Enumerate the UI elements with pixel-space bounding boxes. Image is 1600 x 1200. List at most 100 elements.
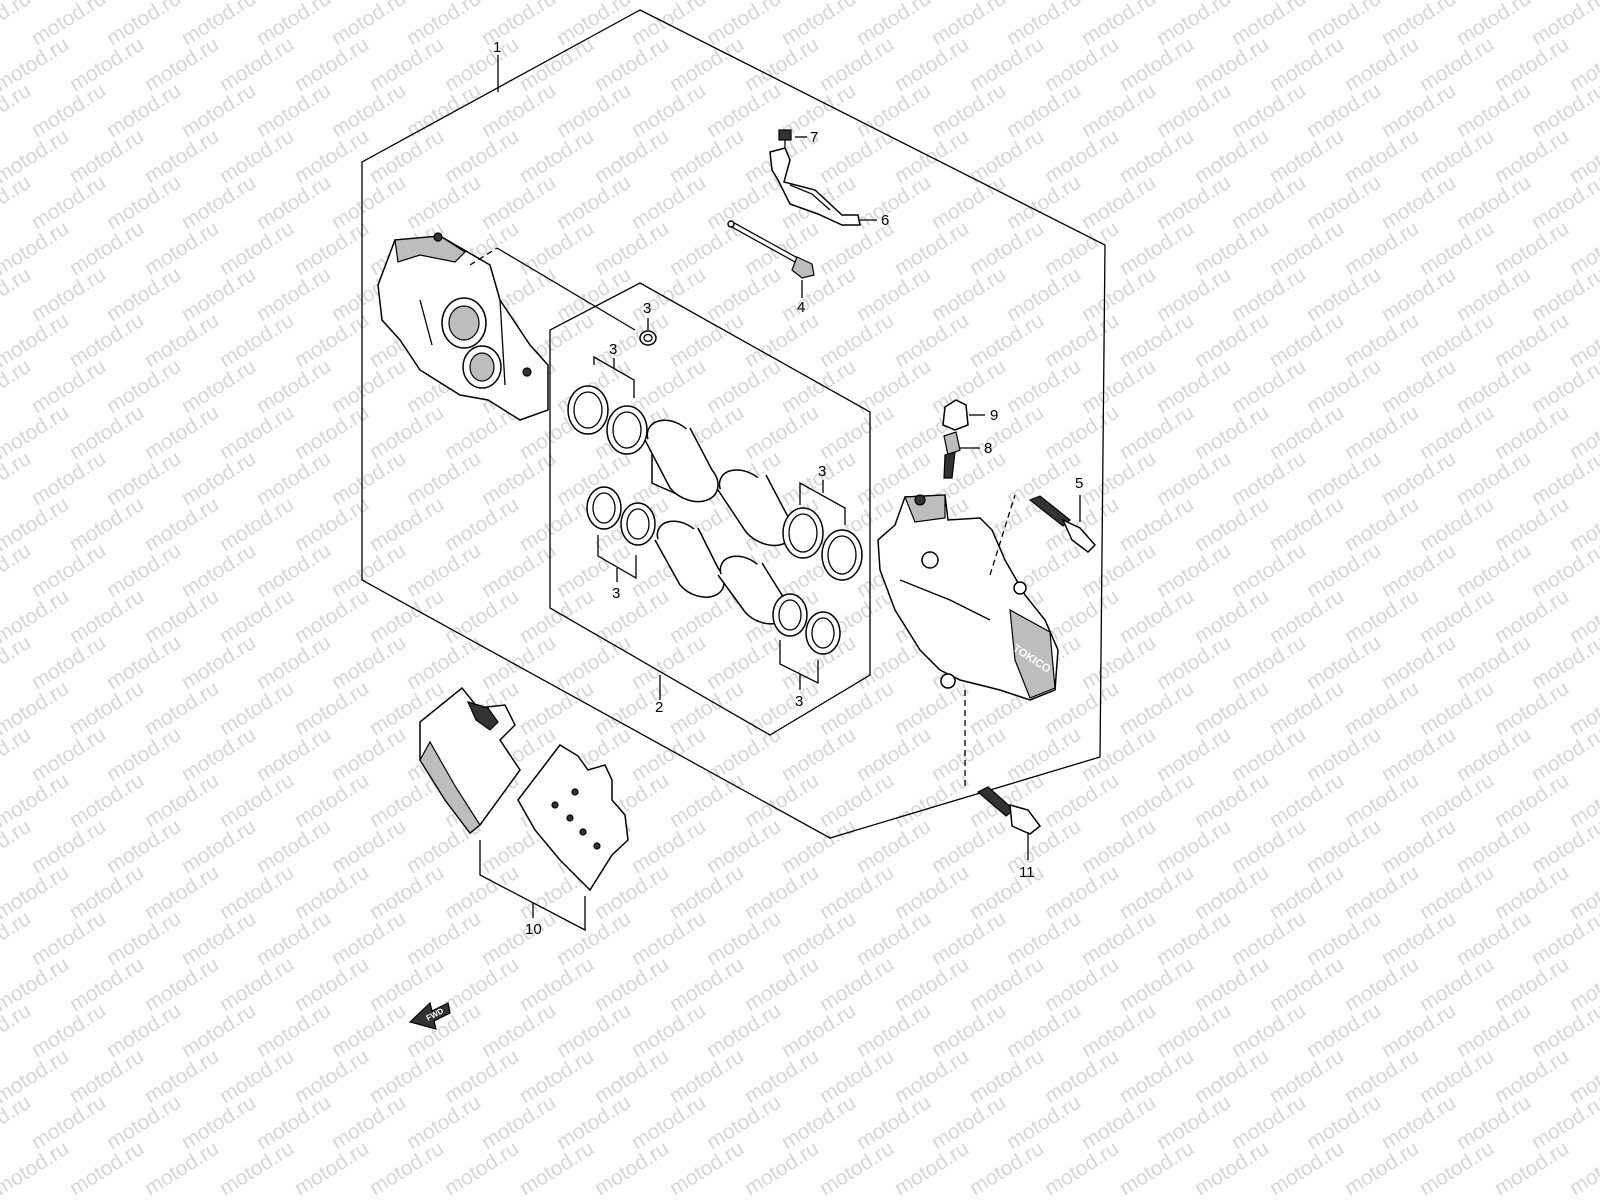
watermark-text: motod.ru <box>815 769 897 832</box>
watermark-text: motod.ru <box>1190 1045 1272 1108</box>
watermark-text: motod.ru <box>252 171 334 234</box>
watermark-text: motod.ru <box>1040 1137 1122 1200</box>
watermark-text: motod.ru <box>627 815 709 878</box>
watermark-text: motod.ru <box>1002 79 1084 142</box>
assembly-outline-box <box>361 9 1106 839</box>
watermark-text: motod.ru <box>1415 953 1497 1016</box>
watermark-text: motod.ru <box>1340 769 1422 832</box>
callout-3-upper-right: 3 <box>818 463 826 480</box>
watermark-text: motod.ru <box>177 1091 259 1154</box>
watermark-text: motod.ru <box>215 1045 297 1108</box>
watermark-text: motod.ru <box>27 447 109 510</box>
watermark-text: motod.ru <box>327 815 409 878</box>
callout-8: 8 <box>984 440 992 457</box>
watermark-text: motod.ru <box>290 953 372 1016</box>
watermark-text: motod.ru <box>815 309 897 372</box>
watermark-text: motod.ru <box>27 355 109 418</box>
watermark-text: motod.ru <box>515 1137 597 1200</box>
watermark-text: motod.ru <box>215 585 297 648</box>
watermark-text: motod.ru <box>552 907 634 970</box>
watermark-text: motod.ru <box>1490 953 1572 1016</box>
watermark-text: motod.ru <box>252 539 334 602</box>
watermark-text: motod.ru <box>1265 769 1347 832</box>
watermark-text: motod.ru <box>1302 907 1384 970</box>
watermark-text: motod.ru <box>1002 0 1084 50</box>
watermark-text: motod.ru <box>102 0 184 50</box>
watermark-text: motod.ru <box>1265 217 1347 280</box>
watermark-text: motod.ru <box>815 1045 897 1108</box>
watermark-text: motod.ru <box>627 1091 709 1154</box>
watermark-text: motod.ru <box>1190 33 1272 96</box>
watermark-text: motod.ru <box>965 217 1047 280</box>
watermark-text: motod.ru <box>1115 953 1197 1016</box>
watermark-text: motod.ru <box>927 263 1009 326</box>
watermark-text: motod.ru <box>252 0 334 50</box>
watermark-text: motod.ru <box>290 33 372 96</box>
watermark-text: motod.ru <box>140 861 222 924</box>
watermark-text: motod.ru <box>215 33 297 96</box>
watermark-text: motod.ru <box>252 1091 334 1154</box>
watermark-text: motod.ru <box>1227 263 1309 326</box>
watermark-text: motod.ru <box>1115 769 1197 832</box>
watermark-text: motod.ru <box>852 0 934 50</box>
watermark-text: motod.ru <box>1302 999 1384 1062</box>
watermark-text: motod.ru <box>1190 401 1272 464</box>
watermark-text: motod.ru <box>590 125 672 188</box>
watermark-text: motod.ru <box>1265 1045 1347 1108</box>
callout-5: 5 <box>1075 475 1083 492</box>
watermark-text: motod.ru <box>1302 447 1384 510</box>
watermark-text: motod.ru <box>65 585 147 648</box>
watermark-text: motod.ru <box>740 677 822 740</box>
watermark-text: motod.ru <box>515 953 597 1016</box>
watermark-text: motod.ru <box>1565 1137 1600 1200</box>
watermark-text: motod.ru <box>740 33 822 96</box>
watermark-text: motod.ru <box>290 677 372 740</box>
watermark-text: motod.ru <box>1302 815 1384 878</box>
watermark-text: motod.ru <box>402 539 484 602</box>
watermark-text: motod.ru <box>1152 79 1234 142</box>
watermark-text: motod.ru <box>1490 677 1572 740</box>
watermark-text: motod.ru <box>1227 999 1309 1062</box>
watermark-text: motod.ru <box>1377 79 1459 142</box>
callout-7: 7 <box>810 129 818 146</box>
watermark-text: motod.ru <box>215 953 297 1016</box>
watermark-text: motod.ru <box>1415 125 1497 188</box>
piston-kit-outline-box <box>549 282 871 736</box>
watermark-text: motod.ru <box>102 263 184 326</box>
watermark-text: motod.ru <box>702 631 784 694</box>
watermark-text: motod.ru <box>290 401 372 464</box>
watermark-text: motod.ru <box>1002 263 1084 326</box>
watermark-text: motod.ru <box>590 953 672 1016</box>
watermark-text: motod.ru <box>815 33 897 96</box>
watermark-text: motod.ru <box>1415 1045 1497 1108</box>
watermark-text: motod.ru <box>327 355 409 418</box>
watermark-text: motod.ru <box>1340 677 1422 740</box>
watermark-text: motod.ru <box>665 769 747 832</box>
watermark-text: motod.ru <box>815 861 897 924</box>
watermark-text: motod.ru <box>177 631 259 694</box>
watermark-text: motod.ru <box>1077 1091 1159 1154</box>
watermark-text: motod.ru <box>177 171 259 234</box>
watermark-text: motod.ru <box>252 631 334 694</box>
watermark-text: motod.ru <box>740 769 822 832</box>
watermark-text: motod.ru <box>852 815 934 878</box>
watermark-text: motod.ru <box>27 907 109 970</box>
watermark-text: motod.ru <box>65 309 147 372</box>
watermark-text: motod.ru <box>1077 723 1159 786</box>
watermark-text: motod.ru <box>177 355 259 418</box>
bleeder-cap <box>942 399 969 431</box>
watermark-text: motod.ru <box>477 447 559 510</box>
watermark-text: motod.ru <box>1115 125 1197 188</box>
watermark-text: motod.ru <box>27 723 109 786</box>
watermark-text: motod.ru <box>1227 1091 1309 1154</box>
watermark-text: motod.ru <box>102 447 184 510</box>
watermark-text: motod.ru <box>627 723 709 786</box>
piston-right-lower <box>717 555 789 625</box>
watermark-text: motod.ru <box>852 723 934 786</box>
watermark-text: motod.ru <box>140 33 222 96</box>
watermark-text: motod.ru <box>365 953 447 1016</box>
watermark-text: motod.ru <box>777 723 859 786</box>
watermark-text: motod.ru <box>1115 217 1197 280</box>
watermark-text: motod.ru <box>852 171 934 234</box>
watermark-text: motod.ru <box>702 723 784 786</box>
